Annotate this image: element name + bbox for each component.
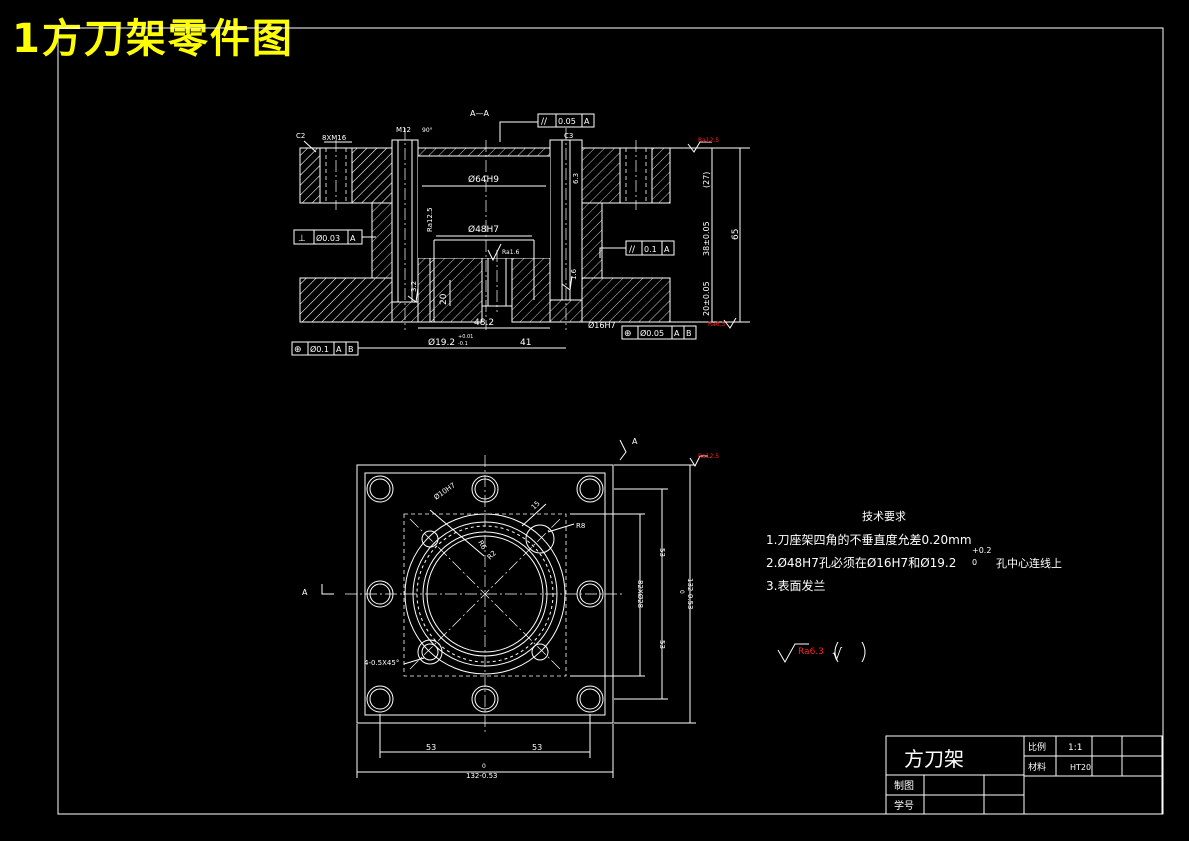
plan-view: 53 53 0 132-0.53 53 53 82XØ28 0 132-0.53… [302,437,719,780]
svg-text:技术要求: 技术要求 [862,510,906,523]
svg-text:⊥: ⊥ [298,234,306,244]
svg-text:1:1: 1:1 [1068,743,1082,753]
svg-text:53: 53 [658,548,666,557]
svg-text:Ra6.3: Ra6.3 [798,647,824,657]
title-block: 方刀架 比例 1:1 材料 HT20 制图 学号 [885,735,1163,815]
svg-text:孔中心连线上: 孔中心连线上 [996,556,1062,570]
svg-text:Ø10H7: Ø10H7 [433,481,457,501]
svg-text:3.表面发兰: 3.表面发兰 [766,578,825,593]
svg-text:R8: R8 [576,522,585,530]
svg-text:Ra1.6: Ra1.6 [502,249,519,256]
svg-text:20: 20 [439,293,449,305]
svg-text:B: B [348,345,354,354]
svg-text:A: A [674,329,680,338]
svg-text:38±0.05: 38±0.05 [702,221,711,256]
svg-text:R6: R6 [476,539,488,552]
svg-text:82XØ28: 82XØ28 [636,580,644,608]
svg-text:1.刀座架四角的不垂直度允差0.20mm: 1.刀座架四角的不垂直度允差0.20mm [766,532,972,547]
page-title: 1方刀架零件图 [12,16,294,62]
svg-text:53: 53 [658,640,666,649]
svg-text:A: A [584,117,590,126]
svg-text://: // [541,117,548,127]
tolerance-perpendicular-left: ⊥ Ø0.03 A [293,229,376,245]
drawing-border [57,27,1164,815]
svg-text:15: 15 [530,499,542,511]
svg-text:65: 65 [731,229,741,240]
svg-text:0: 0 [678,590,685,594]
svg-text:Ø64H9: Ø64H9 [468,174,499,185]
svg-text:90°: 90° [422,127,433,134]
svg-text:√: √ [832,645,843,664]
plan-dimensions: 53 53 0 132-0.53 53 53 82XØ28 0 132-0.53… [302,437,719,780]
svg-text:Ø19.2: Ø19.2 [428,337,455,348]
svg-text:(27): (27) [702,172,711,188]
svg-text:0: 0 [482,763,486,770]
svg-text:A: A [664,245,670,254]
svg-text:53: 53 [532,743,542,752]
tech-requirements: 技术要求 1.刀座架四角的不垂直度允差0.20mm 2.Ø48H7孔必须在Ø16… [766,510,1062,664]
svg-text:B: B [686,329,692,338]
svg-text:-0.1: -0.1 [458,341,468,347]
svg-text:制图: 制图 [894,779,914,792]
tolerance-position-left: ⊕ Ø0.1 A B [291,341,386,356]
svg-text:⊕: ⊕ [294,345,302,355]
svg-text:8XM16: 8XM16 [322,134,347,142]
svg-text:材料: 材料 [1028,761,1046,773]
svg-text:⊕: ⊕ [624,329,632,339]
svg-text:1.6: 1.6 [570,268,578,280]
section-view: A—A [291,109,750,356]
svg-text:+0.2: +0.2 [972,546,991,555]
svg-text:A: A [336,345,342,354]
svg-text:Ra12.5: Ra12.5 [698,137,719,144]
svg-text:53: 53 [426,743,436,752]
svg-text:比例: 比例 [1028,741,1046,753]
svg-text:0: 0 [972,558,977,567]
svg-text:Ø0.1: Ø0.1 [310,344,329,354]
section-label: A—A [470,109,489,118]
svg-text:4-0.5X45°: 4-0.5X45° [364,659,399,667]
tolerance-parallel-right: // 0.1 A [599,240,675,258]
svg-text:学号: 学号 [894,799,914,812]
svg-text:A: A [632,437,638,446]
svg-text:Ø48H7: Ø48H7 [468,224,499,235]
svg-text:M12: M12 [396,126,411,134]
svg-text:0.05: 0.05 [558,117,576,126]
bolt-holes [366,475,604,713]
svg-text:C2: C2 [296,132,305,140]
svg-text:C3: C3 [564,132,573,140]
svg-text:Ra6.3: Ra6.3 [708,321,725,328]
svg-text:R2: R2 [486,549,498,561]
svg-text:+0.01: +0.01 [458,334,473,340]
svg-text:Ø0.03: Ø0.03 [316,233,340,243]
svg-text:方刀架: 方刀架 [904,747,964,771]
svg-text:HT20: HT20 [1070,763,1091,772]
svg-text:132-0.53: 132-0.53 [686,578,694,609]
svg-text:20±0.05: 20±0.05 [702,281,711,316]
svg-text:3.2: 3.2 [410,281,418,292]
svg-text://: // [629,245,636,255]
svg-text:132-0.53: 132-0.53 [466,772,497,780]
svg-text:A: A [350,234,356,243]
tolerance-position-right: ⊕ Ø0.05 A B [621,325,697,340]
section-dimensions: Ø64H9 Ø48H7 48.2 Ø19.2 +0.01 -0.1 41 Ø16… [296,126,750,349]
svg-text:41: 41 [520,338,531,348]
svg-text:Ø16H7: Ø16H7 [588,320,616,330]
tolerance-parallel-top: // 0.05 A [499,113,595,142]
svg-text:0.1: 0.1 [644,245,657,254]
svg-text:48.2: 48.2 [474,318,494,328]
svg-text:6.3: 6.3 [572,173,580,184]
svg-text:2.Ø48H7孔必须在Ø16H7和Ø19.2: 2.Ø48H7孔必须在Ø16H7和Ø19.2 [766,556,956,570]
svg-text:A: A [302,588,308,597]
svg-text:Ra12.5: Ra12.5 [698,453,719,460]
svg-text:Ø0.05: Ø0.05 [640,328,664,338]
svg-text:Ra12.5: Ra12.5 [426,207,434,232]
